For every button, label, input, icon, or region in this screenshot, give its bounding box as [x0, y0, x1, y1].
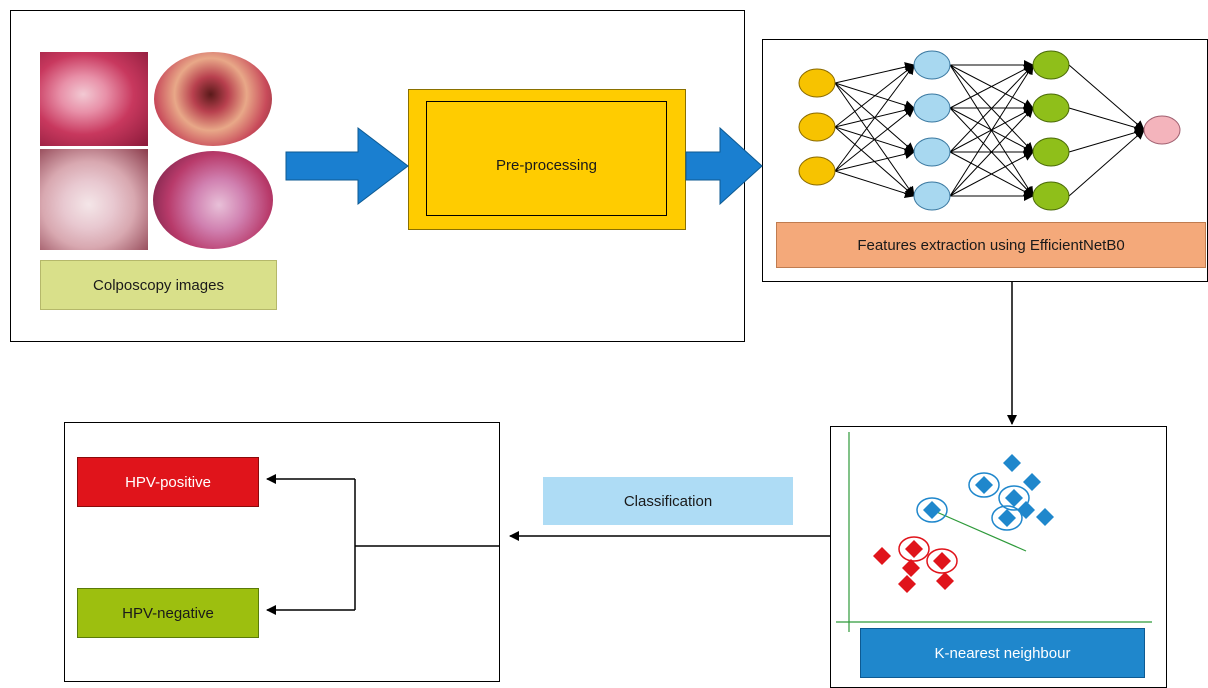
nn-connection — [834, 62, 915, 84]
knn-neighbour-ring — [916, 497, 948, 523]
knn-blue-point — [975, 476, 993, 494]
knn-red-point — [933, 552, 951, 570]
nn-connection — [949, 64, 1034, 197]
nn-hidden2-node — [1032, 50, 1070, 80]
preprocessing-box: Pre-processing — [408, 89, 686, 230]
nn-connection — [1068, 64, 1145, 131]
arrow-images-to-preprocessing — [285, 126, 409, 206]
knn-red-point — [936, 572, 954, 590]
colposcopy-image-2 — [151, 52, 277, 146]
knn-blue-point — [998, 509, 1016, 527]
knn-neighbour-ring — [926, 548, 958, 574]
knn-neighbour-ring — [991, 505, 1023, 531]
knn-scatter-plot — [836, 432, 1152, 632]
nn-hidden1-node — [913, 93, 951, 123]
nn-hidden1-node — [913, 137, 951, 167]
nn-input-node — [798, 68, 836, 98]
knn-neighbour-ring — [968, 472, 1000, 498]
knn-neighbour-ring — [998, 485, 1030, 511]
knn-red-point — [905, 540, 923, 558]
colposcopy-image-grid — [40, 52, 277, 250]
nn-connection — [949, 151, 1034, 197]
knn-blue-point — [1036, 508, 1054, 526]
knn-red-point — [902, 559, 920, 577]
colposcopy-image-3 — [40, 149, 148, 250]
classification-label: Classification — [543, 477, 793, 525]
knn-red-point — [898, 575, 916, 593]
nn-connection — [1068, 129, 1145, 197]
hpv-negative-label: HPV-negative — [77, 588, 259, 638]
nn-hidden2-node — [1032, 93, 1070, 123]
nn-hidden2-node — [1032, 137, 1070, 167]
knn-blue-point — [1017, 501, 1035, 519]
nn-connection — [834, 149, 915, 172]
knn-blue-point — [923, 501, 941, 519]
nn-connection — [1068, 107, 1145, 133]
knn-query-line — [931, 509, 1027, 552]
nn-connection — [834, 64, 915, 128]
nn-connection — [1068, 127, 1145, 153]
nn-connection — [834, 107, 915, 172]
nn-connection — [949, 64, 1034, 109]
nn-connection — [949, 107, 1034, 197]
knn-blue-point — [1023, 473, 1041, 491]
nn-connection — [949, 64, 1034, 153]
knn-label: K-nearest neighbour — [860, 628, 1145, 678]
nn-hidden1-node — [913, 181, 951, 211]
colposcopy-image-1 — [40, 52, 148, 146]
nn-hidden1-node — [913, 50, 951, 80]
nn-connection — [834, 64, 915, 172]
nn-output-node — [1143, 115, 1181, 145]
nn-input-node — [798, 112, 836, 142]
hpv-positive-label: HPV-positive — [77, 457, 259, 507]
knn-blue-point — [1003, 454, 1021, 472]
knn-blue-point — [1005, 489, 1023, 507]
nn-input-node — [798, 156, 836, 186]
knn-neighbour-ring — [898, 536, 930, 562]
feature-extraction-label: Features extraction using EfficientNetB0 — [776, 222, 1206, 268]
colposcopy-image-4 — [151, 149, 277, 250]
arrow-preprocessing-to-features — [685, 126, 763, 206]
neural-network — [798, 50, 1181, 211]
preprocessing-label: Pre-processing — [426, 101, 667, 216]
nn-connection — [834, 170, 915, 199]
nn-hidden2-node — [1032, 181, 1070, 211]
knn-red-point — [873, 547, 891, 565]
colposcopy-images-label: Colposcopy images — [40, 260, 277, 310]
